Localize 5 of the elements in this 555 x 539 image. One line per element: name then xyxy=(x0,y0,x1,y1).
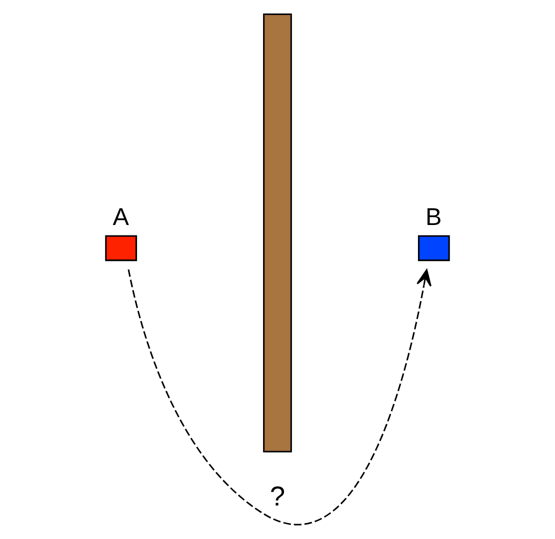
edge-label: ? xyxy=(270,480,286,512)
node-label: A xyxy=(112,204,129,232)
node-label: B xyxy=(426,204,442,232)
node-bar xyxy=(263,14,292,452)
arrow xyxy=(128,269,432,524)
